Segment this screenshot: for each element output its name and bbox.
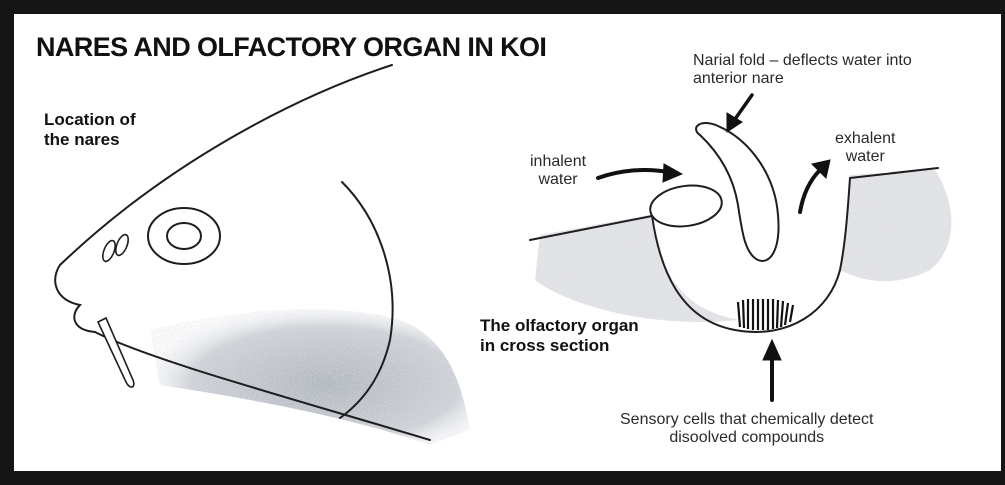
label-location-of-nares: Location of the nares <box>44 110 136 149</box>
label-exhalent-water: exhalent water <box>835 130 896 167</box>
label-inhalent-water: inhalent water <box>530 153 586 190</box>
narial-fold-arrow <box>727 95 752 132</box>
exhalent-water-arrow <box>800 160 830 212</box>
inhalent-water-arrow <box>598 164 682 182</box>
sensory-cells <box>738 299 793 330</box>
label-sensory-cells: Sensory cells that chemically detect dis… <box>620 411 873 448</box>
nares <box>100 233 131 263</box>
label-olfactory-organ: The olfactory organ in cross section <box>480 316 639 355</box>
eye <box>148 208 220 264</box>
snout-outline <box>55 265 95 332</box>
jaw-shading <box>150 309 470 445</box>
barbel <box>98 318 134 387</box>
head-dorsal-outline <box>60 65 392 265</box>
anterior-nare-opening <box>648 181 725 231</box>
sensory-cells-arrow <box>763 340 781 400</box>
label-narial-fold: Narial fold – deflects water into anteri… <box>693 52 912 89</box>
diagram-title: NARES AND OLFACTORY ORGAN IN KOI <box>36 32 546 63</box>
